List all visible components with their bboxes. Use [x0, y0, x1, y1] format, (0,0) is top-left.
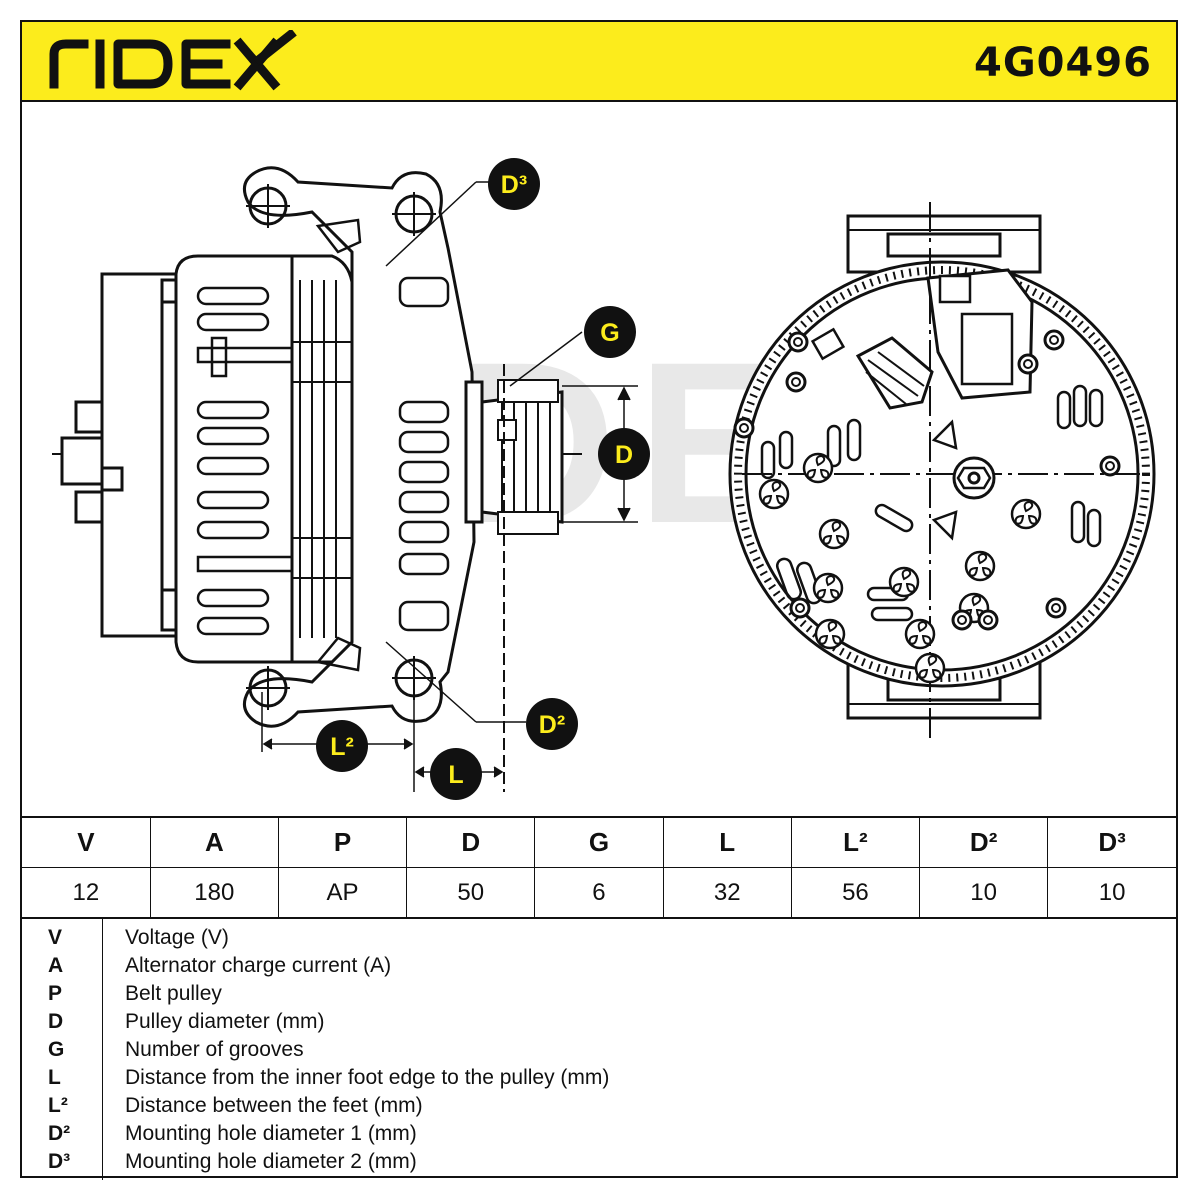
legend: V Voltage (V) A Alternator charge curren…: [22, 918, 1176, 1180]
svg-text:G: G: [600, 319, 619, 347]
legend-item: L Distance from the inner foot edge to t…: [22, 1066, 1176, 1094]
legend-description: Distance from the inner foot edge to the…: [125, 1066, 610, 1089]
spec-header-cell: L²: [790, 816, 921, 868]
spec-header-cell: L: [662, 816, 792, 868]
spec-header-cell: D²: [919, 816, 1049, 868]
legend-symbol: D³: [48, 1150, 71, 1173]
legend-item: D³ Mounting hole diameter 2 (mm): [22, 1150, 1176, 1178]
spec-value-cell: 180: [149, 867, 279, 919]
legend-symbol: D: [48, 1010, 64, 1033]
spec-value-cell: 12: [22, 867, 151, 919]
legend-item: D Pulley diameter (mm): [22, 1010, 1176, 1038]
legend-symbol: A: [48, 954, 64, 977]
legend-item: G Number of grooves: [22, 1038, 1176, 1066]
spec-value-cell: 10: [919, 867, 1049, 919]
legend-description: Number of grooves: [125, 1038, 304, 1061]
spec-table: V A P D G L L² D² D³ 12 180 AP 50 6 32 5…: [22, 816, 1176, 919]
ridex-logo: [49, 30, 297, 91]
legend-divider: [102, 918, 103, 1180]
spec-value-cell: 50: [406, 867, 536, 919]
legend-item: P Belt pulley: [22, 982, 1176, 1010]
spec-header-cell: P: [277, 816, 408, 868]
legend-symbol: D²: [48, 1122, 71, 1145]
legend-description: Voltage (V): [125, 926, 229, 949]
callout-g: G: [584, 306, 636, 358]
spec-header-cell: D: [406, 816, 536, 868]
datasheet-frame: 4G0496 RIDEX: [20, 20, 1178, 1180]
legend-symbol: L: [48, 1066, 61, 1089]
spec-value-cell: 56: [790, 867, 921, 919]
legend-item: D² Mounting hole diameter 1 (mm): [22, 1122, 1176, 1150]
legend-item: A Alternator charge current (A): [22, 954, 1176, 982]
spec-header-cell: V: [22, 816, 151, 868]
spec-header-cell: D³: [1047, 816, 1176, 868]
legend-description: Belt pulley: [125, 982, 222, 1005]
legend-description: Alternator charge current (A): [125, 954, 392, 977]
spec-value-row: 12 180 AP 50 6 32 56 10 10: [22, 867, 1176, 919]
legend-description: Mounting hole diameter 1 (mm): [125, 1122, 417, 1145]
spec-value-cell: 32: [662, 867, 792, 919]
legend-description: Mounting hole diameter 2 (mm): [125, 1150, 417, 1173]
legend-description: Pulley diameter (mm): [125, 1010, 325, 1033]
alternator-drawing: RIDEX: [52, 158, 1156, 800]
callout-l2: L²: [316, 720, 368, 772]
part-number: 4G0496: [974, 40, 1152, 86]
legend-description: Distance between the feet (mm): [125, 1094, 423, 1117]
spec-header-row: V A P D G L L² D² D³: [22, 816, 1176, 868]
callout-d3: D³: [488, 158, 540, 210]
side-view: [52, 166, 582, 792]
svg-text:L: L: [448, 761, 463, 789]
callout-d: D: [598, 428, 650, 480]
spec-value-cell: 6: [534, 867, 664, 919]
svg-text:D: D: [615, 441, 633, 469]
legend-symbol: P: [48, 982, 63, 1005]
svg-text:L²: L²: [330, 733, 354, 761]
callout-d2: D²: [526, 698, 578, 750]
front-view: [728, 202, 1156, 742]
svg-text:D³: D³: [501, 171, 527, 199]
svg-text:D²: D²: [539, 711, 565, 739]
legend-symbol: G: [48, 1038, 65, 1061]
legend-item: V Voltage (V): [22, 926, 1176, 954]
spec-value-cell: AP: [277, 867, 408, 919]
header-bar: 4G0496: [22, 22, 1176, 102]
spec-value-cell: 10: [1047, 867, 1176, 919]
legend-item: L² Distance between the feet (mm): [22, 1094, 1176, 1122]
legend-symbol: V: [48, 926, 63, 949]
spec-header-cell: A: [149, 816, 279, 868]
callout-l: L: [430, 748, 482, 800]
legend-symbol: L²: [48, 1094, 68, 1117]
spec-header-cell: G: [534, 816, 664, 868]
